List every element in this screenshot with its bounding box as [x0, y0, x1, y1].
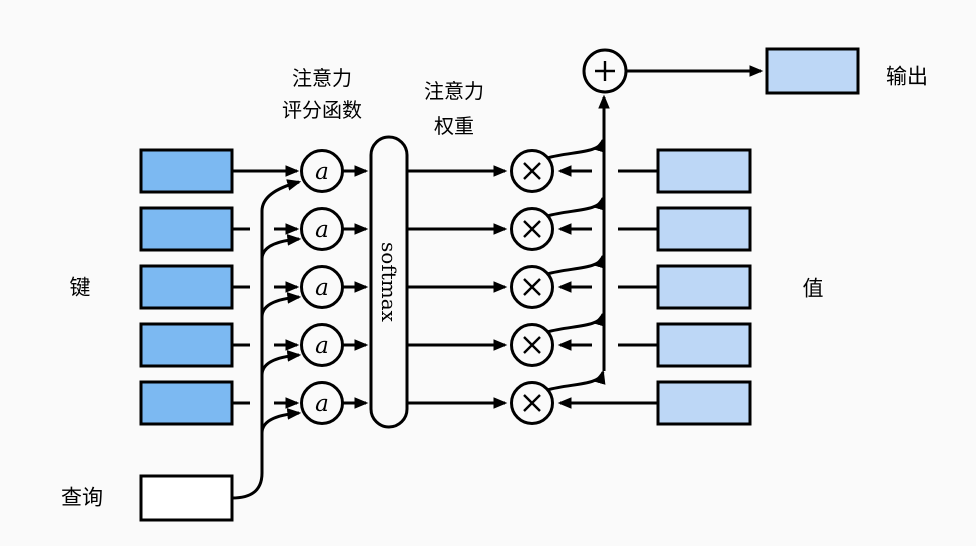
- query-connector: [231, 179, 302, 500]
- query-rect: [139, 474, 234, 522]
- value-rect-1: [656, 148, 752, 194]
- key-rect-1: [139, 148, 234, 194]
- scorer-to-softmax-arrows: [343, 165, 369, 409]
- multiply-icon: [523, 394, 541, 412]
- sum-node: [582, 48, 628, 94]
- key-rect-4: [139, 322, 234, 368]
- weights-label-line2: 权重: [434, 115, 474, 138]
- merge-curve-2: [546, 195, 606, 218]
- scorer-label-1: a: [315, 159, 329, 185]
- softmax-label: softmax: [377, 242, 401, 323]
- scorer-node-5: [300, 381, 344, 425]
- values-column: [656, 148, 752, 426]
- scorer-label-5: a: [315, 391, 329, 417]
- value-to-multiply-arrows: [557, 165, 658, 409]
- query-branch-to-a3: [260, 292, 302, 318]
- keys-column: [139, 148, 234, 426]
- scorer-node-2: [300, 207, 344, 251]
- softmax-node: softmax: [369, 135, 409, 429]
- query-trunk-to-a1: [231, 179, 302, 500]
- scorer-node-4: [300, 323, 344, 367]
- scorer-label-2: a: [315, 217, 329, 243]
- scorer-nodes: a a a a a: [300, 149, 344, 425]
- merge-curve-4: [546, 311, 606, 334]
- keys-label: 键: [70, 277, 91, 300]
- value-rect-2: [656, 206, 752, 252]
- scorer-node-3: [300, 265, 344, 309]
- key-rect-5: [139, 380, 234, 426]
- sum-icon: [595, 61, 615, 81]
- output-label: 输出: [886, 66, 928, 89]
- merge-curve-3: [546, 253, 606, 276]
- merge-curve-5: [546, 369, 606, 392]
- multiply-to-sum-connector: [546, 94, 610, 392]
- value-rect-5: [656, 380, 752, 426]
- scorer-node-1: [300, 149, 344, 193]
- scoring-label-line2: 评分函数: [282, 99, 362, 122]
- scorer-label-4: a: [315, 333, 329, 359]
- key-rect-2: [139, 206, 234, 252]
- query-branch-to-a5: [260, 408, 302, 434]
- scoring-label-line1: 注意力: [292, 67, 352, 90]
- key-rect-3: [139, 264, 234, 310]
- key-to-scorer-arrows: [232, 165, 300, 409]
- query-branch-to-a2: [260, 234, 302, 260]
- weights-label-line1: 注意力: [424, 80, 484, 103]
- softmax-pill: [369, 135, 409, 429]
- value-rect-4: [656, 322, 752, 368]
- value-rect-3: [656, 264, 752, 310]
- multiply-icon: [523, 220, 541, 238]
- scorer-label-3: a: [315, 275, 329, 301]
- query-label: 查询: [61, 487, 103, 510]
- merge-curve-1: [546, 137, 606, 160]
- multiply-icon: [523, 162, 541, 180]
- multiply-icon: [523, 278, 541, 296]
- multiply-nodes: [510, 149, 554, 425]
- multiply-icon: [523, 336, 541, 354]
- softmax-to-multiply-arrows: [407, 165, 508, 409]
- values-label: 值: [803, 278, 824, 301]
- query-branch-to-a4: [260, 350, 302, 376]
- output-rect: [765, 47, 860, 95]
